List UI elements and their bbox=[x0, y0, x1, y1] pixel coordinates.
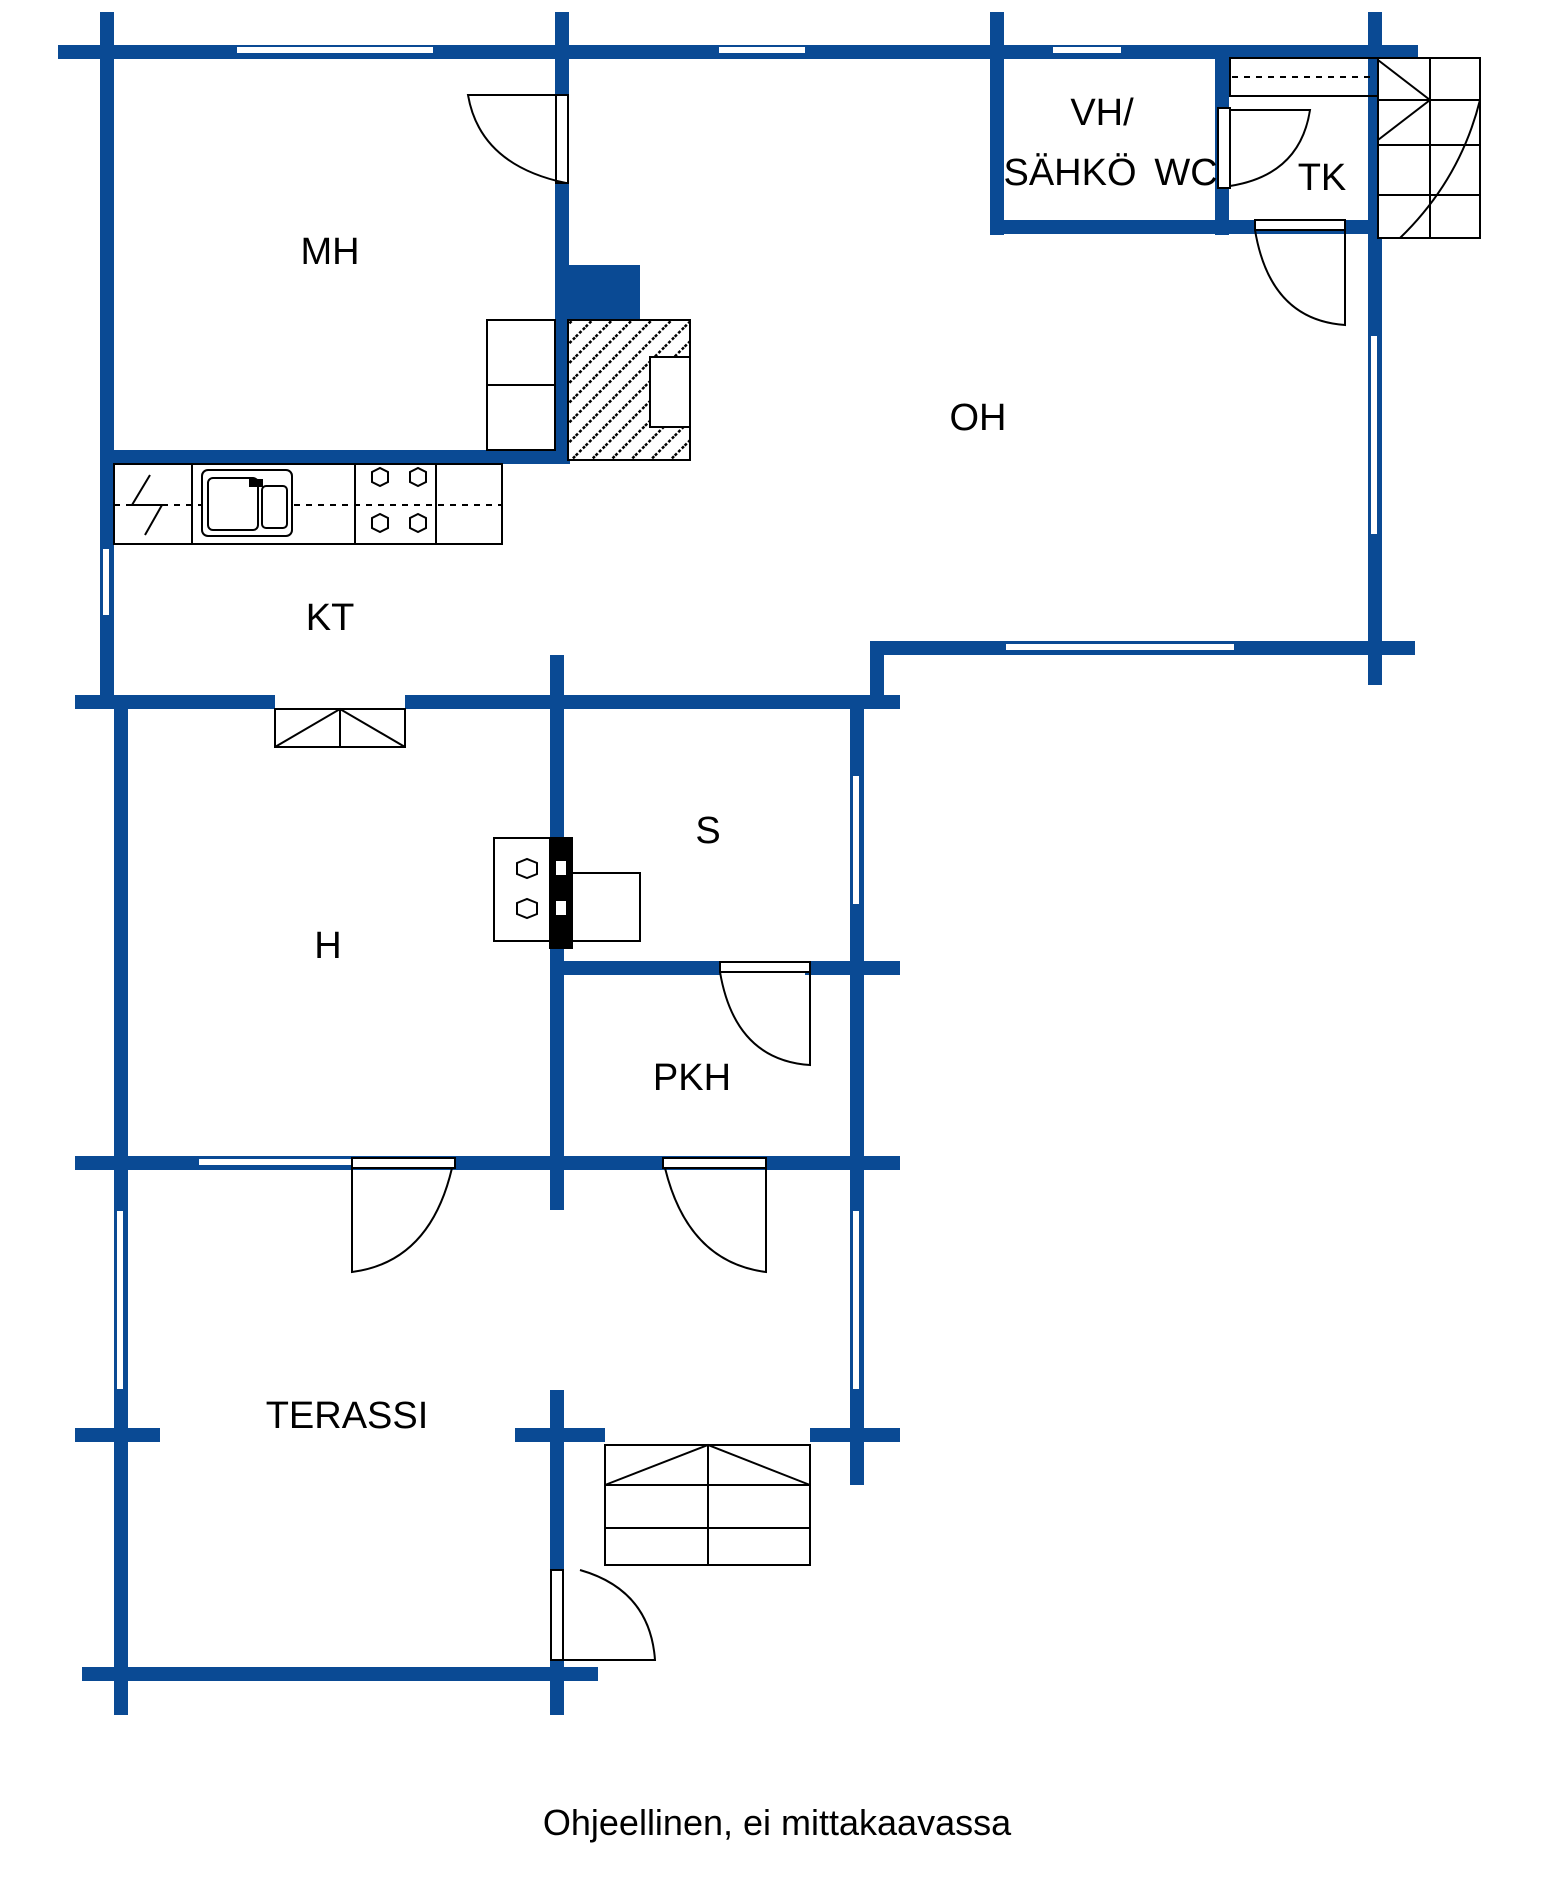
disclaimer-caption: Ohjeellinen, ei mittakaavassa bbox=[543, 1802, 1012, 1843]
fixtures bbox=[113, 57, 1481, 1566]
door-tk bbox=[1254, 219, 1346, 327]
door-terrace bbox=[550, 1569, 657, 1661]
room-label-sahko: SÄHKÖ bbox=[1003, 152, 1136, 194]
door-mh bbox=[466, 94, 569, 184]
door-vh bbox=[1217, 107, 1312, 189]
windows bbox=[101, 45, 1379, 1391]
room-label-oh: OH bbox=[950, 397, 1007, 439]
window bbox=[197, 1157, 354, 1167]
door-pkh-terrace bbox=[662, 1157, 767, 1274]
vent-h bbox=[274, 707, 406, 748]
oven bbox=[649, 356, 691, 428]
window bbox=[235, 45, 435, 55]
sink bbox=[201, 469, 293, 537]
window bbox=[1004, 642, 1236, 652]
room-label-wc: WC bbox=[1154, 152, 1217, 194]
room-label-mh: MH bbox=[300, 231, 359, 273]
room-label-terassi: TERASSI bbox=[266, 1395, 429, 1437]
door-pkh bbox=[719, 961, 811, 1067]
window bbox=[101, 547, 111, 617]
window bbox=[717, 45, 807, 55]
stairs-terrace bbox=[604, 1443, 811, 1566]
room-label-pkh: PKH bbox=[653, 1057, 731, 1099]
window bbox=[851, 774, 861, 906]
room-label-tk: TK bbox=[1298, 157, 1347, 199]
stairs-upper bbox=[1229, 57, 1481, 239]
window bbox=[1051, 45, 1123, 55]
window bbox=[115, 1209, 125, 1391]
door-h bbox=[351, 1157, 456, 1274]
room-labels: MH OH KT VH/ SÄHKÖ WC TK S H PKH TERASSI bbox=[266, 92, 1347, 1437]
room-label-vh: VH/ bbox=[1070, 92, 1134, 134]
room-label-h: H bbox=[314, 925, 341, 967]
doors bbox=[351, 94, 1346, 1661]
room-label-kt: KT bbox=[306, 597, 355, 639]
window bbox=[851, 1209, 861, 1391]
room-label-s: S bbox=[695, 810, 720, 852]
window bbox=[1369, 334, 1379, 536]
stove-kitchen bbox=[371, 466, 427, 534]
sauna-stove bbox=[493, 837, 641, 949]
kitchen-counter bbox=[113, 463, 503, 545]
